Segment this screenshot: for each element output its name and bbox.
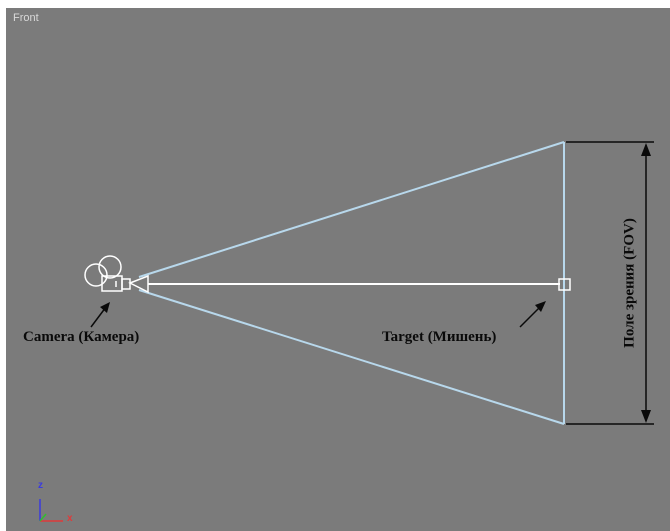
target-label: Target (Мишень) — [382, 329, 497, 345]
front-viewport[interactable]: Front — [6, 8, 670, 531]
fov-label: Поле зрения (FOV) — [621, 218, 638, 348]
frustum-top-edge — [138, 141, 565, 278]
fov-dimension — [566, 141, 654, 425]
target-arrow — [519, 301, 546, 328]
axis-gizmo — [39, 499, 63, 522]
frustum-bottom-edge — [138, 289, 565, 425]
target-icon[interactable] — [558, 278, 571, 291]
axis-x-label: x — [67, 513, 73, 524]
camera-arrow — [90, 302, 110, 328]
camera-icon[interactable] — [84, 255, 149, 294]
axis-z-label: z — [38, 480, 43, 491]
viewport-label[interactable]: Front — [13, 12, 39, 24]
camera-label: Camera (Камера) — [23, 329, 140, 345]
